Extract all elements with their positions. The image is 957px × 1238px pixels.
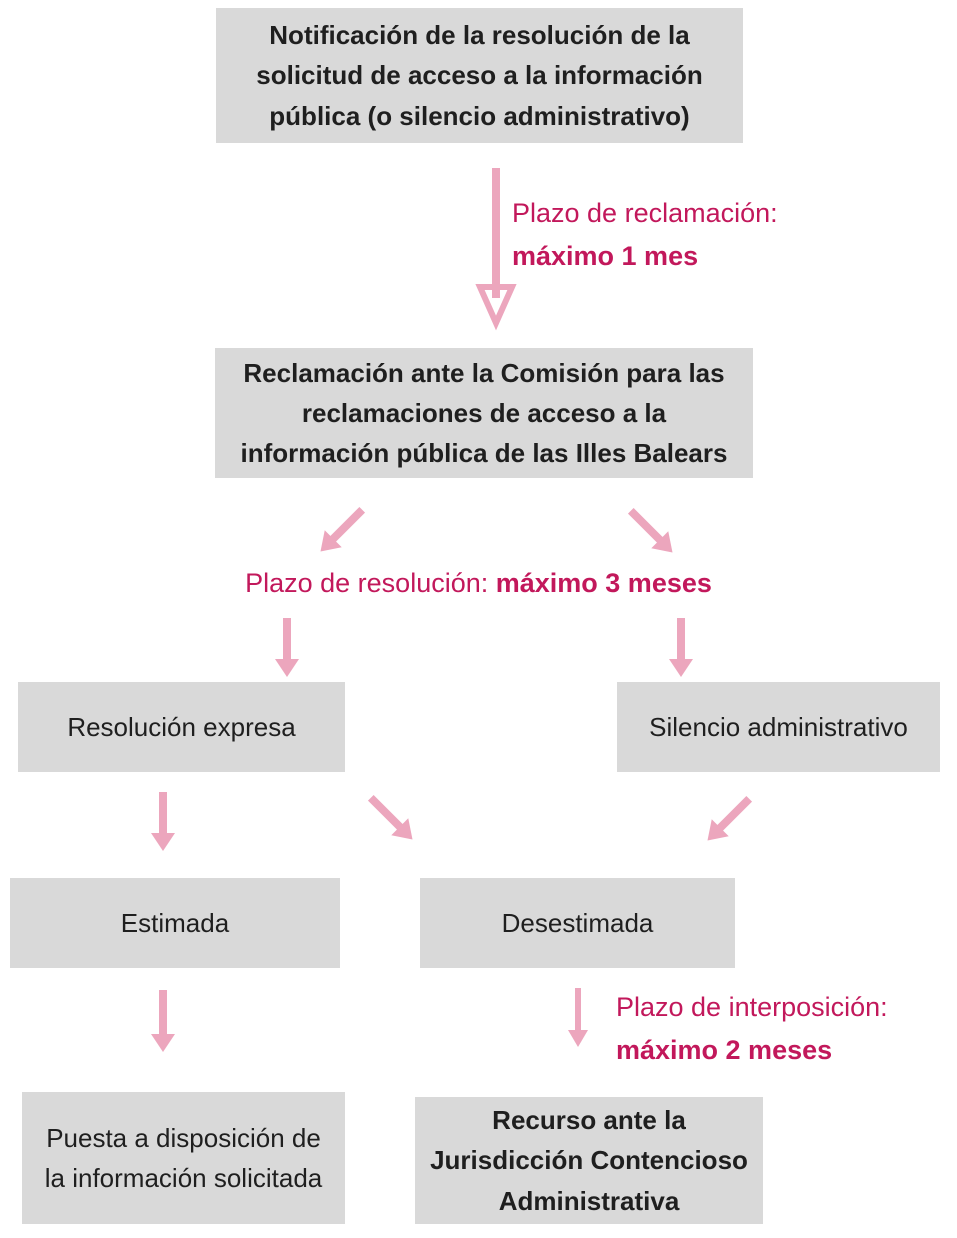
label-plazo-reclamacion: Plazo de reclamación: máximo 1 mes	[512, 192, 778, 278]
arrow-reclamacion-to-resolucion-icon	[311, 501, 372, 562]
arrow-down-to-silencio-icon	[668, 618, 694, 678]
arrow-down-to-resolucion-expresa-icon	[274, 618, 300, 678]
label-plazo-reclamacion-bold: máximo 1 mes	[512, 241, 699, 272]
node-resolucion-expresa: Resolución expresa	[18, 682, 345, 772]
label-plazo-interposicion: Plazo de interposición: máximo 2 meses	[616, 986, 888, 1072]
label-plazo-reclamacion-normal: Plazo de reclamación:	[512, 198, 778, 228]
arrow-silencio-to-desestimada-icon	[698, 790, 759, 851]
label-plazo-interposicion-normal: Plazo de interposición:	[616, 992, 888, 1022]
arrow-resolucion-to-estimada-icon	[150, 792, 176, 852]
arrow-resolucion-to-desestimada-icon	[362, 789, 423, 850]
arrow-notification-to-reclamacion-icon	[475, 168, 517, 331]
label-plazo-resolucion: Plazo de resolución: máximo 3 meses	[0, 562, 957, 605]
arrow-reclamacion-to-silencio-icon	[622, 502, 683, 563]
node-reclamacion: Reclamación ante la Comisión para las re…	[215, 348, 753, 478]
node-recurso: Recurso ante la Jurisdicción Contencioso…	[415, 1097, 763, 1224]
node-notification: Notificación de la resolución de la soli…	[216, 8, 743, 143]
label-plazo-interposicion-bold: máximo 2 meses	[616, 1035, 833, 1066]
label-plazo-resolucion-normal: Plazo de resolución:	[245, 568, 496, 598]
node-silencio-administrativo: Silencio administrativo	[617, 682, 940, 772]
arrow-desestimada-to-recurso-icon	[566, 988, 590, 1048]
arrow-estimada-to-puesta-icon	[150, 990, 176, 1053]
node-estimada: Estimada	[10, 878, 340, 968]
node-puesta-disposicion: Puesta a disposición de la información s…	[22, 1092, 345, 1224]
node-desestimada: Desestimada	[420, 878, 735, 968]
label-plazo-resolucion-bold: máximo 3 meses	[495, 568, 712, 598]
